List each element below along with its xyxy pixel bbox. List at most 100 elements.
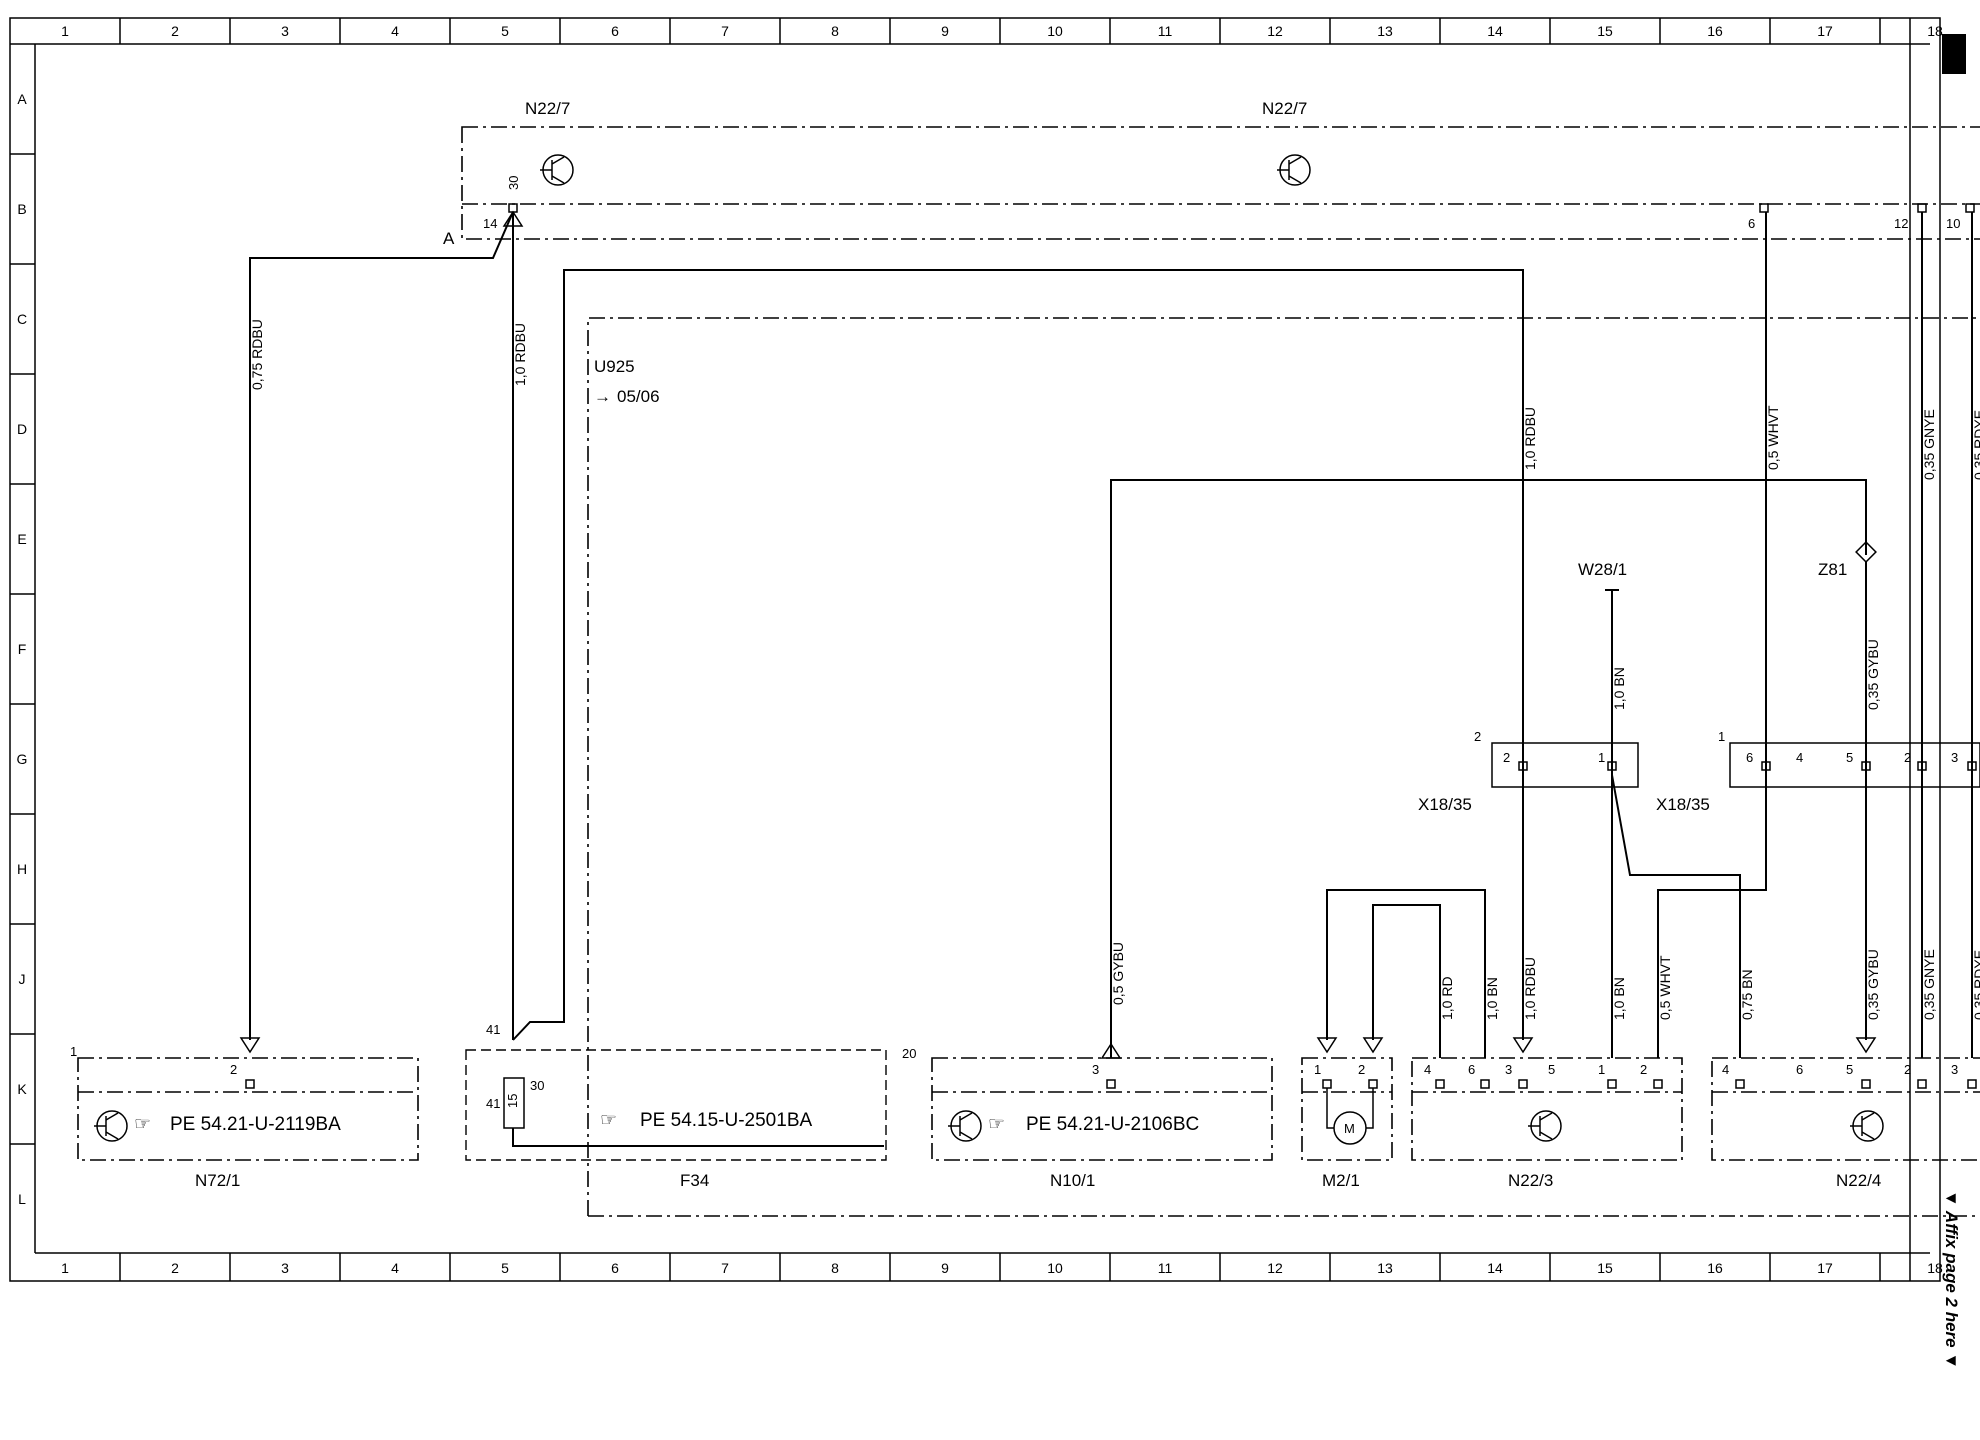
n72-1-label: N72/1 <box>195 1171 240 1190</box>
column-label-top: 17 <box>1817 23 1833 39</box>
column-label-bottom: 8 <box>831 1260 839 1276</box>
wire-label: 1,0 BN <box>1611 667 1627 710</box>
pin-label: 3 <box>1951 750 1958 765</box>
column-label-top: 4 <box>391 23 399 39</box>
x18-35-right-label: X18/35 <box>1656 795 1710 814</box>
affix-note: ▼ Affix page 2 here ▼ <box>1942 1190 1961 1369</box>
wire-labels: 0,75 RDBU 1,0 RDBU 1,0 RDBU 0,5 WHVT 0,3… <box>249 319 1980 1020</box>
u925-label: U925 <box>594 357 635 376</box>
row-label: H <box>17 861 27 877</box>
wire-label: 1,0 BN <box>1484 977 1500 1020</box>
wire-label: 0,35 GNYE <box>1921 949 1937 1020</box>
f34-label: F34 <box>680 1171 709 1190</box>
column-label-bottom: 11 <box>1158 1260 1173 1276</box>
pin-label: 2 <box>1474 729 1481 744</box>
pin-label: 2 <box>230 1062 237 1077</box>
transistor-icon <box>948 1110 982 1142</box>
column-label-bottom: 5 <box>501 1260 509 1276</box>
pin-label: 1 <box>1314 1062 1321 1077</box>
column-label-bottom: 7 <box>721 1260 729 1276</box>
column-label-bottom: 14 <box>1487 1260 1503 1276</box>
diagram-frame <box>9 17 1966 1282</box>
column-label-top: 7 <box>721 23 729 39</box>
wire-label: 0,5 GYBU <box>1110 942 1126 1005</box>
wire-label: 1,0 RDBU <box>512 323 528 386</box>
wire-label: 0,35 GYBU <box>1865 639 1881 710</box>
column-label-top: 14 <box>1487 23 1503 39</box>
pin-10-top: 10 <box>1946 216 1960 231</box>
column-label-bottom: 13 <box>1377 1260 1393 1276</box>
row-label: J <box>19 971 26 987</box>
column-label-top: 16 <box>1707 23 1723 39</box>
row-label: E <box>17 531 26 547</box>
column-label-bottom: 4 <box>391 1260 399 1276</box>
transistor-icon <box>1850 1110 1884 1142</box>
component-n10-1: 3 ☞ PE 54.21-U-2106BC N10/1 <box>931 1057 1273 1190</box>
wire-label: 1,0 RDBU <box>1522 407 1538 470</box>
wire-label: 1,0 RDBU <box>1522 957 1538 1020</box>
m2-1-label: M2/1 <box>1322 1171 1360 1190</box>
column-label-bottom: 16 <box>1707 1260 1723 1276</box>
pin-label: 3 <box>1505 1062 1512 1077</box>
hand-pointer-icon: ☞ <box>988 1114 1005 1135</box>
pin-label: 6 <box>1796 1062 1803 1077</box>
wire-label: 0,35 GYBU <box>1865 949 1881 1020</box>
pin-14: 14 <box>483 216 497 231</box>
pin-label: 4 <box>1796 750 1803 765</box>
u925-arrow: → <box>594 387 611 406</box>
component-f34: 41 30 41 20 15 ☞ PE 54.15-U-2501BA F34 <box>465 1022 916 1190</box>
column-label-top: 9 <box>941 23 949 39</box>
column-label-top: 1 <box>61 23 69 39</box>
row-label: A <box>17 91 27 107</box>
connector-x18-35-left: 2 2 1 X18/35 <box>1418 729 1639 814</box>
column-label-top: 5 <box>501 23 509 39</box>
wire-label: 1,0 RD <box>1439 976 1455 1020</box>
n10-1-ref: PE 54.21-U-2106BC <box>1026 1114 1199 1135</box>
pin-label: 41 <box>486 1096 500 1111</box>
x18-35-left-label: X18/35 <box>1418 795 1472 814</box>
motor-symbol: M <box>1344 1121 1355 1136</box>
pin-label: 6 <box>1468 1062 1475 1077</box>
page-marker-block <box>1942 34 1966 74</box>
pin-label: 20 <box>902 1046 916 1061</box>
pin-label: 41 <box>486 1022 500 1037</box>
component-n22-4: 4 6 5 2 3 N22/4 <box>1711 1057 1980 1190</box>
component-m2-1: 1 2 M M2/1 <box>1301 1057 1393 1190</box>
hand-pointer-icon: ☞ <box>134 1114 151 1135</box>
row-label: B <box>17 201 26 217</box>
w28-1-label: W28/1 <box>1578 560 1627 579</box>
pin-12-top: 12 <box>1894 216 1908 231</box>
module-n22-7: N22/7 N22/7 30 14 A 6 12 10 <box>443 99 1980 248</box>
u925-boundary: U925 → 05/06 <box>587 317 1980 1217</box>
column-label-top: 8 <box>831 23 839 39</box>
pin-label: 30 <box>530 1078 544 1093</box>
z81-label: Z81 <box>1818 560 1847 579</box>
pin-label: 1 <box>70 1044 77 1059</box>
column-label-top: 2 <box>171 23 179 39</box>
column-label-top: 13 <box>1377 23 1393 39</box>
pin-label: 5 <box>1548 1062 1555 1077</box>
transistor-icon <box>94 1110 128 1142</box>
pin-a: A <box>443 229 455 248</box>
transistor-icon <box>1528 1110 1562 1142</box>
row-label: G <box>17 751 28 767</box>
row-label: C <box>17 311 27 327</box>
pin-label: 15 <box>505 1094 520 1108</box>
column-label-bottom: 2 <box>171 1260 179 1276</box>
column-label-bottom: 15 <box>1597 1260 1613 1276</box>
n22-4-label: N22/4 <box>1836 1171 1881 1190</box>
pin-label: 2 <box>1503 750 1510 765</box>
pin-label: 3 <box>1092 1062 1099 1077</box>
component-n72-1: 1 2 ☞ PE 54.21-U-2119BA N72/1 <box>70 1044 419 1190</box>
column-label-bottom: 18 <box>1927 1260 1943 1276</box>
u925-ref: 05/06 <box>617 387 660 406</box>
wires <box>239 210 1973 1059</box>
pin-label: 2 <box>1358 1062 1365 1077</box>
column-label-top: 6 <box>611 23 619 39</box>
wire-label: 0,35 RDYE <box>1971 950 1980 1020</box>
n10-1-label: N10/1 <box>1050 1171 1095 1190</box>
column-label-top: 11 <box>1158 23 1173 39</box>
